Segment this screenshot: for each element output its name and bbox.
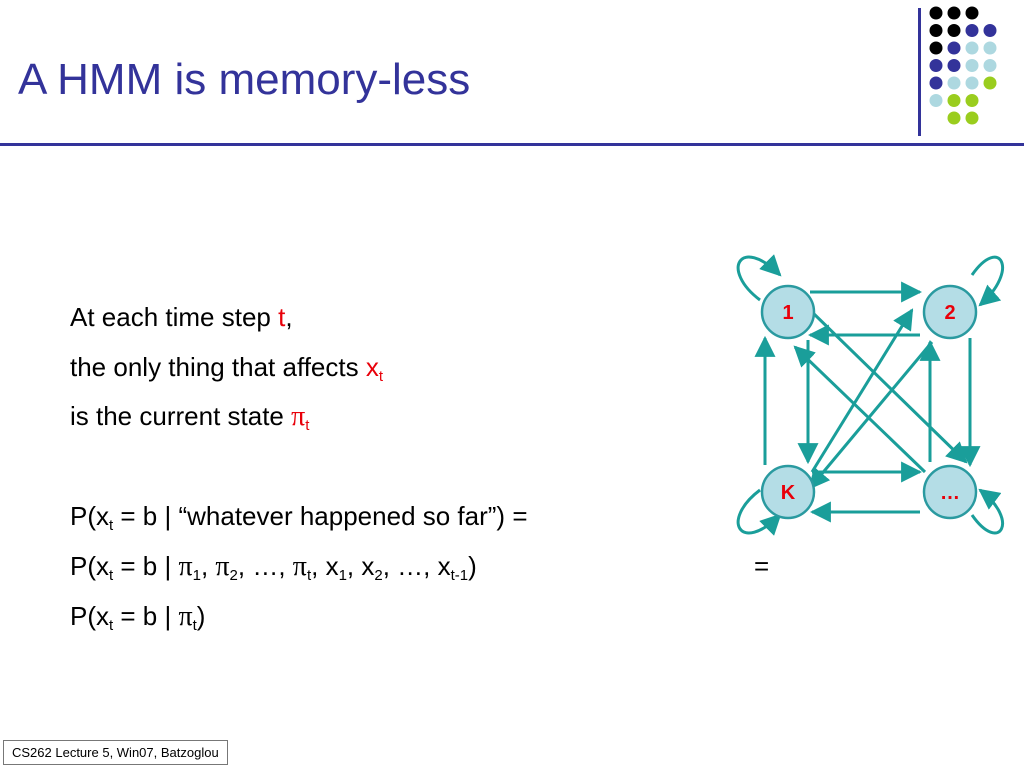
self-loop-K [736,488,782,536]
trailing-equals: = [754,551,770,581]
decor-dot [947,76,961,90]
decor-dot [947,94,961,107]
body-line-3: is the current state πt [70,401,310,434]
self-loop-ellipsis [970,488,1005,535]
self-loop-2 [970,255,1005,307]
decor-dot [983,41,997,55]
decor-dot [929,94,943,107]
title-divider [0,143,1024,146]
corner-dot-grid [929,6,997,125]
decor-dot [965,41,979,55]
decor-dot [929,6,943,20]
decor-dot [947,111,961,125]
decor-dot [929,59,943,72]
corner-vertical-rule [918,8,921,136]
decor-dot [965,94,979,107]
edge-1-to-E [810,310,968,464]
decor-dot [965,59,979,72]
state-node-K [760,464,816,520]
diagram-edges [736,254,1005,536]
state-label-2: 2 [944,302,955,324]
slide-footer: CS262 Lecture 5, Win07, Batzoglou [3,740,228,765]
decor-dot [929,24,943,37]
self-loop-1 [736,254,782,302]
decor-dot [947,59,961,72]
slide-title: A HMM is memory-less [18,55,471,104]
state-node-ellipsis [922,464,978,520]
decor-dot [965,76,979,90]
decor-dot [983,59,997,72]
decor-dot [929,41,943,55]
hmm-state-diagram: 1 2 K … [736,254,1005,536]
decor-dot [965,6,979,20]
decor-dot [965,24,979,37]
equation-line-1: P(xt = b | “whatever happened so far”) = [70,501,528,534]
decor-dot [983,24,997,37]
edge-K-to-2 [810,308,914,473]
state-label-ellipsis: … [940,482,960,504]
decor-dot [947,41,961,55]
edge-E-to-1 [793,345,927,474]
edge-2-to-K [808,341,934,490]
decor-dot [929,76,943,90]
decor-dot [947,6,961,20]
equation-line-3: P(xt = b | πt) [70,601,206,634]
state-node-2 [922,284,978,340]
diagram-nodes: 1 2 K … [760,284,978,520]
decor-dot [983,76,997,90]
equation-line-2: P(xt = b | π1, π2, …, πt, x1, x2, …, xt-… [70,551,770,584]
decor-dot [947,24,961,37]
state-label-K: K [781,482,796,504]
body-line-1: At each time step t, [70,302,293,332]
state-node-1 [760,284,816,340]
body-line-2: the only thing that affects xt [70,352,383,385]
state-label-1: 1 [782,302,793,324]
decor-dot [965,111,979,125]
